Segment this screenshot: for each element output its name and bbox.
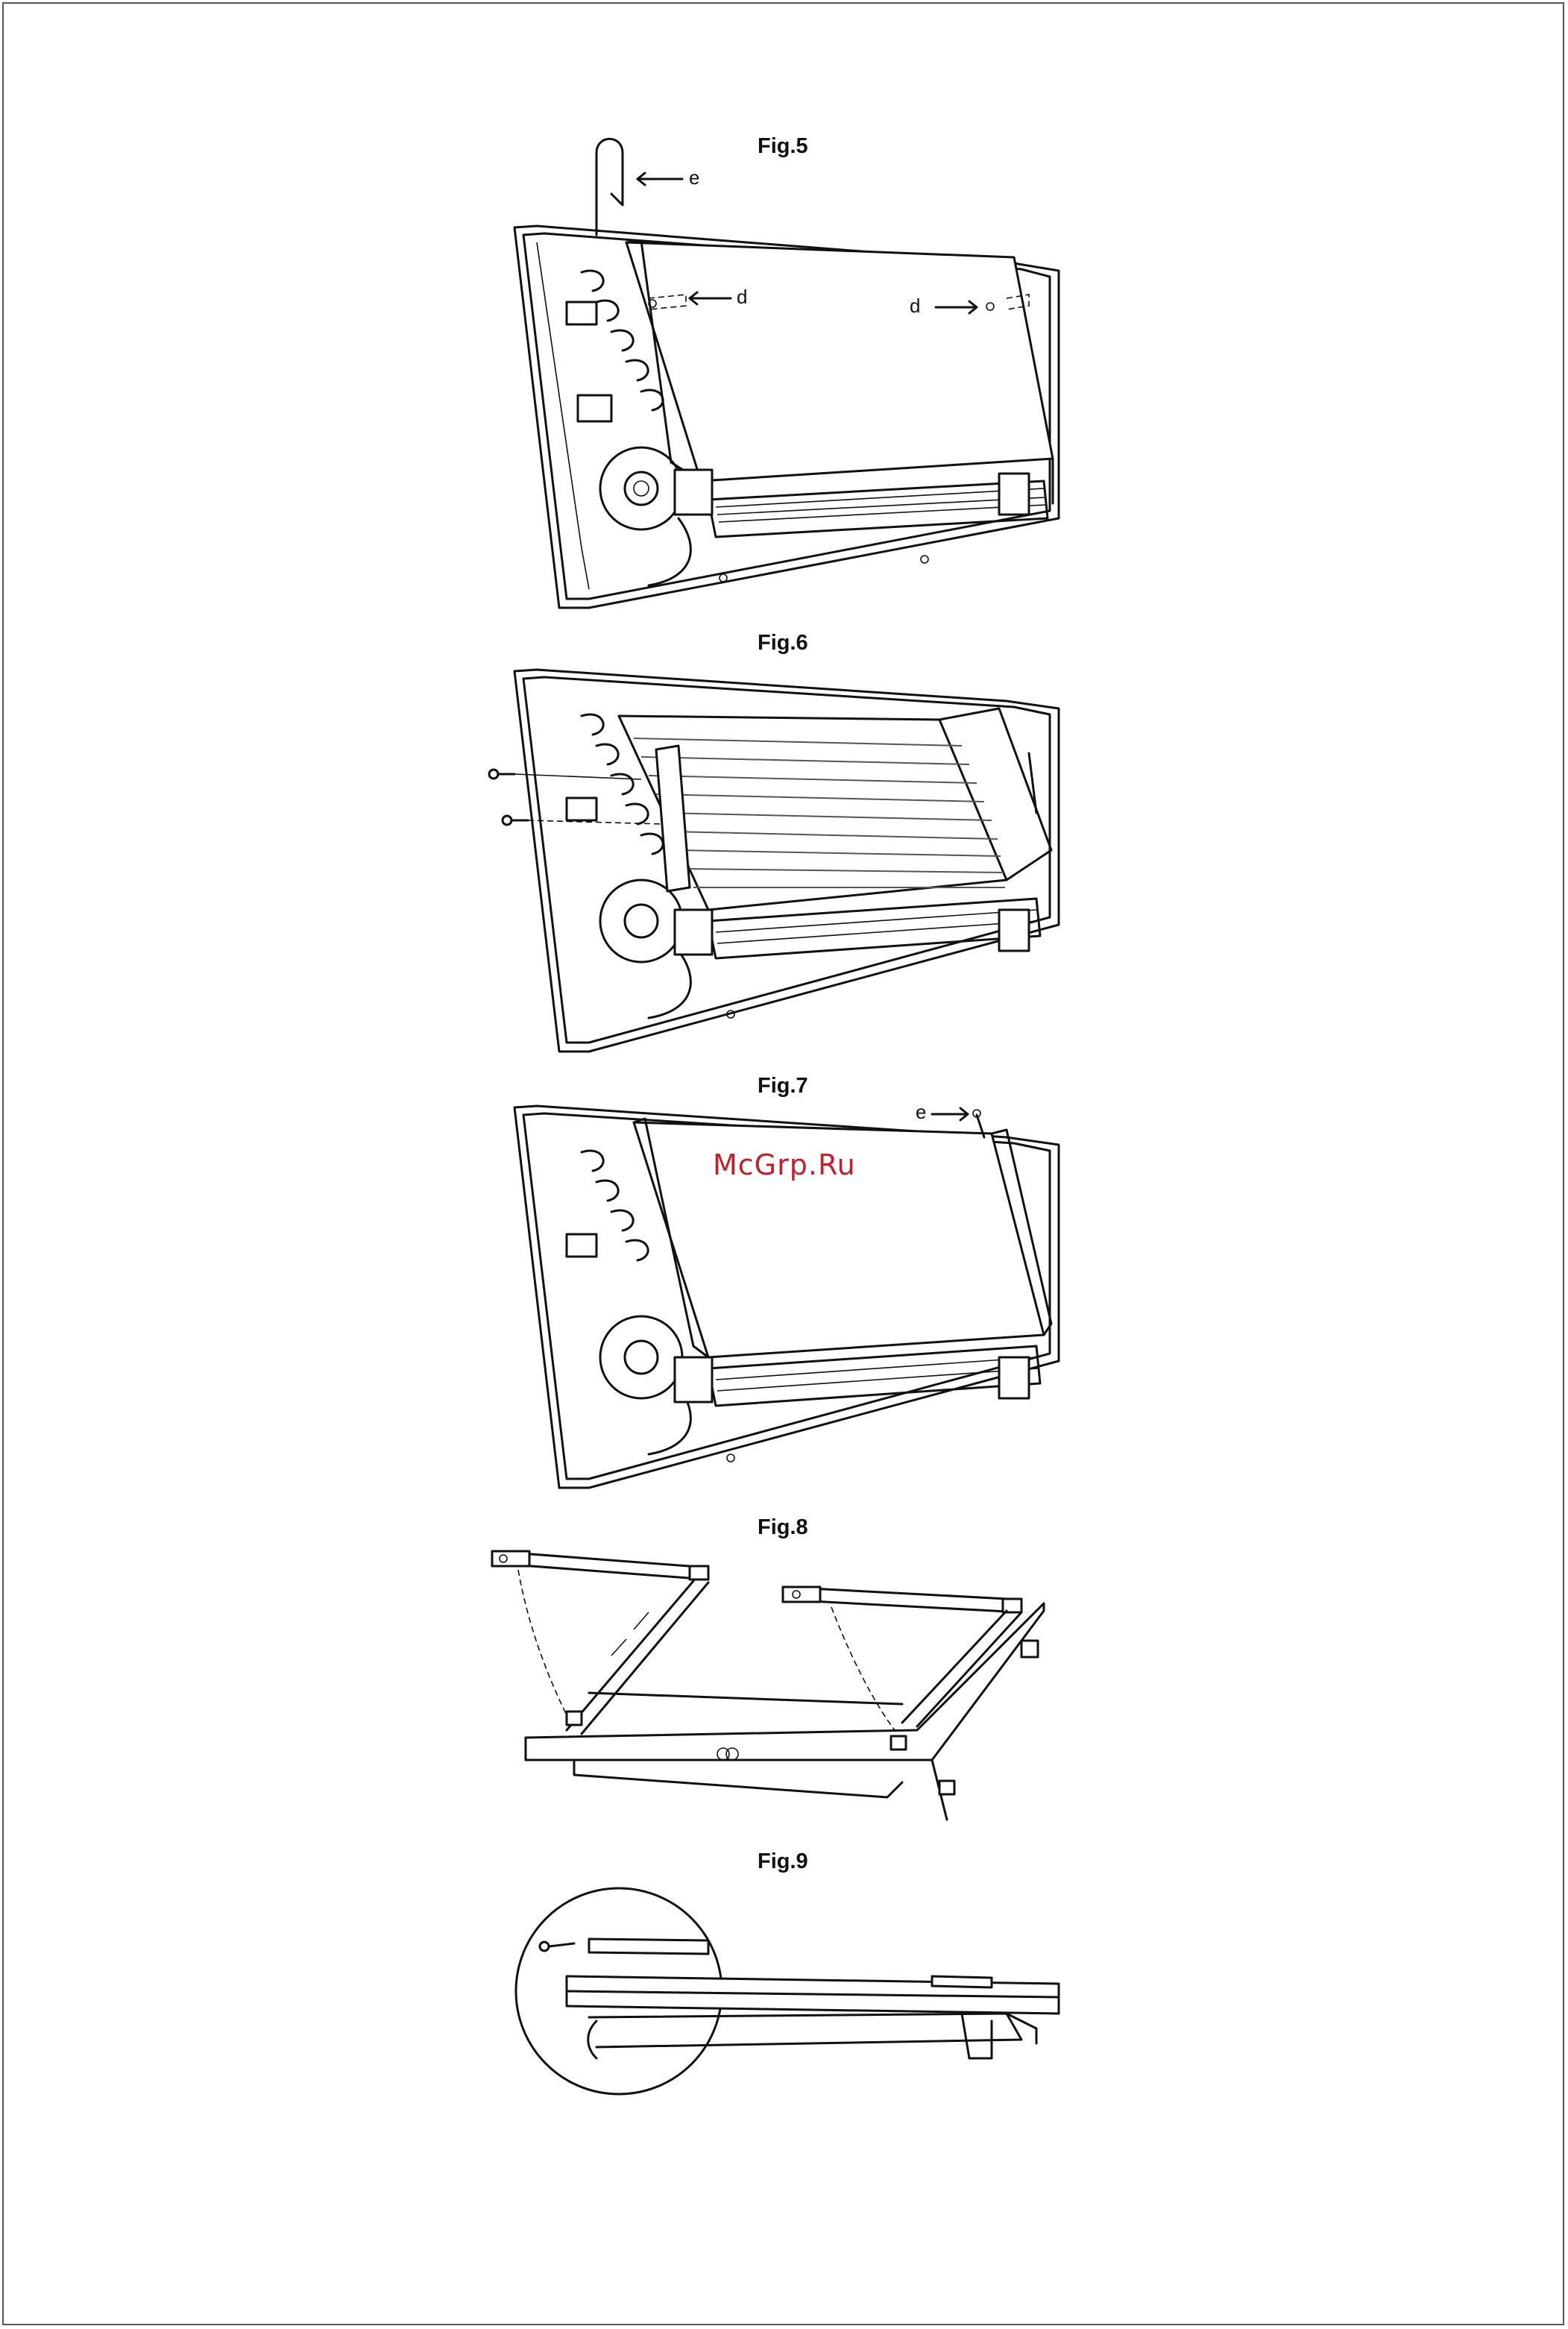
fig5-label-d-right: d: [910, 295, 920, 318]
fig9-drawing: [514, 1879, 1066, 2103]
fig7-title: Fig.7: [758, 1074, 808, 1099]
fig6-drawing: [485, 664, 1081, 1059]
fig8-drawing: [485, 1544, 1066, 1842]
fig7-label-e: e: [916, 1101, 926, 1124]
fig5-drawing: [492, 131, 1089, 615]
fig5-label-d-left: d: [737, 286, 747, 309]
watermark: McGrp.Ru: [713, 1148, 856, 1181]
fig5-label-e: e: [689, 166, 699, 189]
fig6-title: Fig.6: [758, 631, 808, 656]
fig9-title: Fig.9: [758, 1849, 808, 1874]
fig8-title: Fig.8: [758, 1515, 808, 1540]
